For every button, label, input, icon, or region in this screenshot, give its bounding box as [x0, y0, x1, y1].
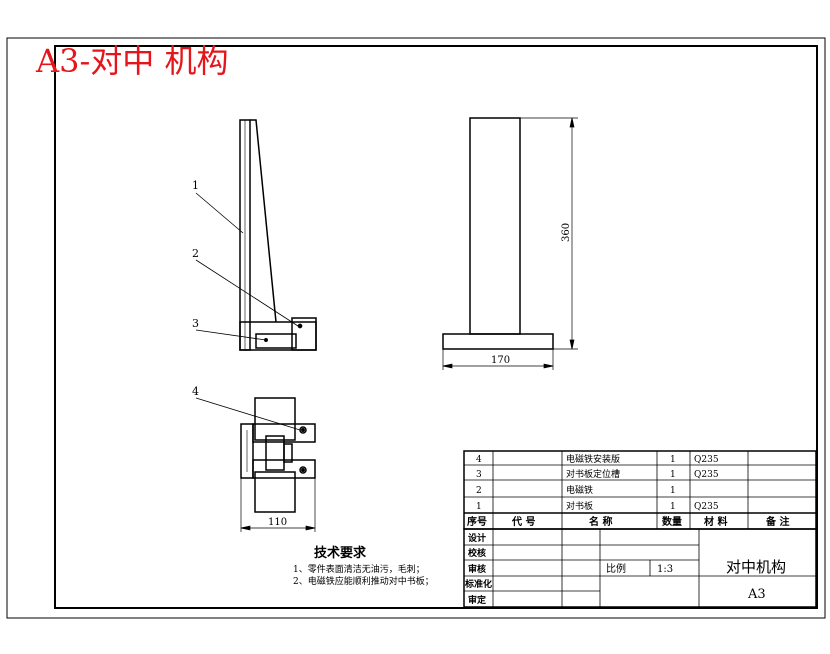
tech-req-item-2: 2、电磁铁应能顺利推动对中书板；: [293, 575, 434, 587]
bom-row: 3 对书板定位槽 1 Q235: [476, 468, 719, 480]
title-block-labels: 设计 校核 审核 标准化 审定: [464, 532, 492, 606]
bom-row: 4 电磁铁安装版 1 Q235: [476, 453, 719, 465]
bom-name: 电磁铁安装版: [566, 453, 620, 465]
callout-2: 2: [192, 247, 199, 260]
bom-material: Q235: [694, 455, 719, 465]
tb-label-design: 设计: [468, 532, 486, 544]
leader-lines: [195, 192, 301, 431]
callout-3: 3: [192, 317, 199, 330]
tb-label-approve: 审定: [468, 594, 487, 606]
bom-qty: 1: [670, 486, 676, 496]
height-dimension: [520, 117, 578, 350]
bom-header-code: 代 号: [511, 515, 535, 528]
title-block: [463, 528, 817, 608]
tb-scale-label: 比例: [606, 562, 626, 575]
bom-header-qty: 数量: [662, 515, 682, 528]
bom-qty: 1: [670, 455, 676, 465]
bom-table: [463, 450, 817, 530]
bom-header-name: 名 称: [589, 515, 612, 528]
bom-no: 2: [476, 486, 482, 496]
bom-qty: 1: [670, 502, 676, 512]
bom-header-material: 材 料: [704, 515, 727, 528]
bom-header: 序号 代 号 名 称 数量 材 料 备 注: [467, 515, 789, 528]
bom-no: 4: [476, 455, 482, 465]
tb-label-check: 校核: [468, 547, 486, 559]
callout-4: 4: [192, 385, 199, 398]
plan-width-dim-label: 110: [268, 517, 287, 528]
bom-qty: 1: [670, 470, 676, 480]
tech-req-heading: 技术要求: [314, 545, 367, 561]
tb-drawing-name: 对中机构: [726, 558, 786, 576]
tb-label-review: 审核: [468, 563, 486, 575]
base-width-dimension: [442, 349, 554, 370]
tb-scale-value: 1:3: [657, 564, 673, 575]
inner-frame: [54, 45, 818, 609]
plan-width-dimension: [240, 478, 316, 532]
bom-no: 1: [476, 502, 482, 512]
bom-material: Q235: [694, 470, 719, 480]
base-width-dim-label: 170: [491, 355, 510, 366]
side-view: [442, 117, 554, 350]
front-view: [239, 119, 317, 351]
outer-frame: [6, 37, 826, 619]
tb-label-standard: 标准化: [464, 578, 492, 590]
callout-1: 1: [192, 179, 199, 192]
bom-no: 3: [476, 470, 482, 480]
bom-name: 电磁铁: [566, 484, 593, 496]
bom-name: 对书板: [566, 500, 593, 512]
bom-row: 2 电磁铁 1: [476, 484, 676, 496]
tb-sheet-size: A3: [747, 587, 766, 602]
tech-req-item-1: 1、零件表面清洁无油污，毛刺；: [293, 563, 425, 575]
title-stamp: A3-对中 机构: [35, 42, 228, 80]
bom-material: Q235: [694, 502, 719, 512]
bom-header-no: 序号: [467, 515, 487, 528]
bom-header-note: 备 注: [765, 515, 789, 528]
plan-view: [240, 397, 316, 513]
bom-row: 1 对书板 1 Q235: [476, 500, 719, 512]
bom-name: 对书板定位槽: [566, 468, 620, 480]
height-dim-label: 360: [561, 223, 572, 242]
